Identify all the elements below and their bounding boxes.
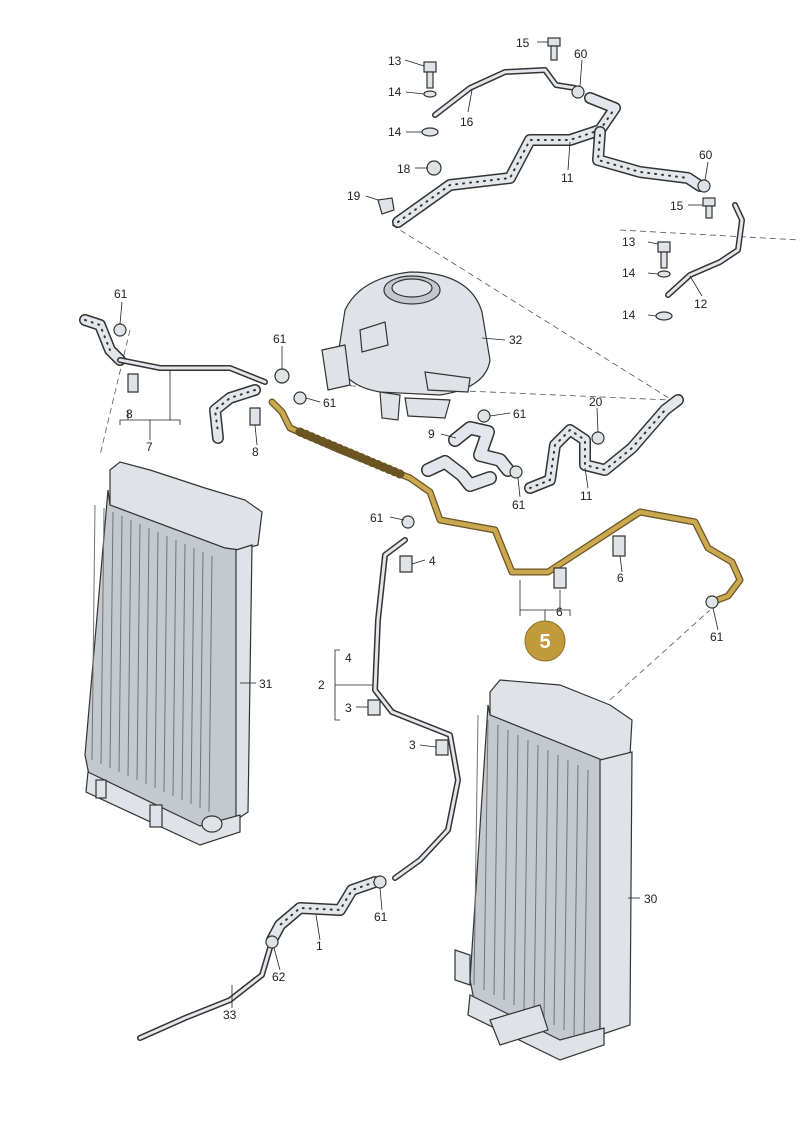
callout-2: 2 (318, 678, 325, 692)
callout-4: 4 (345, 651, 352, 665)
callout-11: 11 (580, 489, 593, 503)
callout-61: 61 (374, 910, 388, 924)
callout-18: 18 (397, 162, 411, 176)
callout-3: 3 (345, 701, 352, 715)
callout-61: 61 (273, 332, 287, 346)
highlighted-hose-5 (268, 398, 744, 609)
expansion-tank (321, 271, 491, 421)
callout-30: 30 (644, 892, 658, 906)
callout-13: 13 (388, 54, 402, 68)
callout-60: 60 (574, 47, 588, 61)
upper-hose-assembly (377, 37, 745, 321)
callout-32: 32 (509, 333, 523, 347)
callout-14: 14 (388, 125, 402, 139)
callout-14: 14 (388, 85, 402, 99)
callout-labels: 13 14 14 15 60 16 18 19 11 60 15 13 14 1… (114, 36, 724, 1022)
callout-1: 1 (316, 939, 323, 953)
callout-8: 8 (252, 445, 259, 459)
lower-hose-assembly (137, 537, 461, 1041)
callout-20: 20 (589, 395, 603, 409)
callout-14: 14 (622, 266, 636, 280)
highlight-badge-5[interactable]: 5 (524, 620, 566, 662)
callout-6: 6 (556, 605, 563, 619)
callout-14: 14 (622, 308, 636, 322)
callout-33: 33 (223, 1008, 237, 1022)
mid-hose-assembly (421, 394, 684, 494)
callout-60: 60 (699, 148, 713, 162)
dashed-connection-lines (99, 224, 800, 701)
callout-15: 15 (670, 199, 684, 213)
callout-7: 7 (146, 440, 153, 454)
radiator-right-fins (473, 714, 589, 1041)
callout-62: 62 (272, 970, 286, 984)
callout-13: 13 (622, 235, 636, 249)
callout-19: 19 (347, 189, 361, 203)
callout-61: 61 (512, 498, 526, 512)
leader-lines (119, 41, 719, 1008)
callout-9: 9 (428, 427, 435, 441)
callout-8: 8 (126, 407, 133, 421)
callout-3: 3 (409, 738, 416, 752)
callout-61: 61 (114, 287, 128, 301)
callout-61: 61 (513, 407, 527, 421)
radiator-right (454, 679, 633, 1061)
group-brackets (119, 370, 571, 721)
callout-15: 15 (516, 36, 530, 50)
callout-12: 12 (694, 297, 708, 311)
radiator-left (84, 461, 263, 846)
callout-16: 16 (460, 115, 474, 129)
left-hose-assembly (79, 314, 307, 444)
callout-31: 31 (259, 677, 273, 691)
callout-61: 61 (323, 396, 337, 410)
callout-61: 61 (710, 630, 724, 644)
callout-61: 61 (370, 511, 384, 525)
callout-4: 4 (429, 554, 436, 568)
badge-label: 5 (539, 631, 550, 653)
callout-6: 6 (617, 571, 624, 585)
callout-11: 11 (561, 171, 574, 185)
radiator-left-fins (91, 504, 213, 813)
